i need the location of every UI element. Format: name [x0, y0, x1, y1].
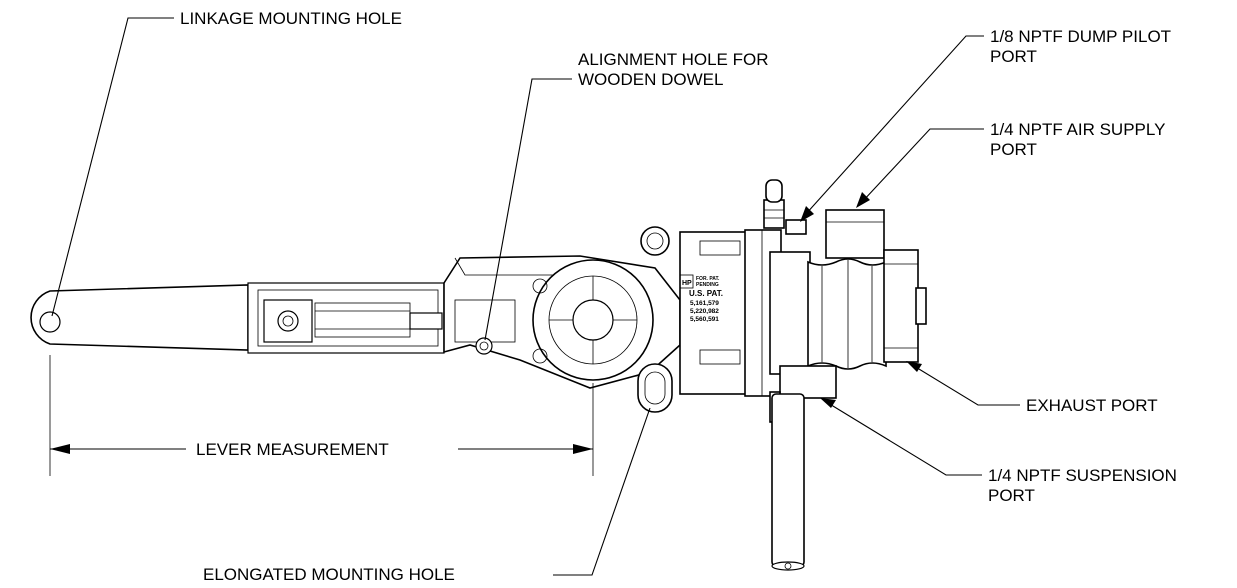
suspension-label-2: PORT	[988, 486, 1035, 505]
air-supply-port	[825, 209, 885, 259]
air-supply-label-1: 1/4 NPTF AIR SUPPLY	[990, 120, 1165, 139]
dimension-arrow-right	[573, 444, 593, 454]
stamp-us-pat: U.S. PAT.	[689, 289, 723, 298]
dump-pilot-fitting	[763, 179, 807, 235]
alignment-hole-label-2: WOODEN DOWEL	[578, 70, 723, 89]
patent-stamp: HP FOR. PAT. PENDING U.S. PAT. 5,161,579…	[679, 274, 723, 323]
lever-measurement-label: LEVER MEASUREMENT	[196, 440, 389, 459]
stamp-patent-3: 5,560,591	[690, 316, 719, 323]
bellows-section	[807, 258, 887, 370]
stamp-patent-1: 5,161,579	[690, 300, 719, 307]
lever-arm	[30, 282, 445, 354]
suspension-label-1: 1/4 NPTF SUSPENSION	[988, 466, 1177, 485]
stamp-pending-1: FOR. PAT.	[696, 276, 720, 282]
air-supply-label-2: PORT	[990, 140, 1037, 159]
exhaust-cap	[883, 249, 927, 363]
lever-dimension: LEVER MEASUREMENT	[50, 440, 593, 459]
stamp-patent-2: 5,220,982	[690, 308, 719, 315]
callout-linkage-hole: LINKAGE MOUNTING HOLE	[51, 9, 402, 317]
valve-body	[679, 229, 811, 397]
dump-pilot-label-1: 1/8 NPTF DUMP PILOT	[990, 27, 1171, 46]
suspension-port-body	[779, 365, 837, 399]
alignment-hole-label-1: ALIGNMENT HOLE FOR	[578, 50, 769, 69]
elongated-mounting-hole	[637, 363, 673, 413]
callout-air-supply: 1/4 NPTF AIR SUPPLY PORT	[856, 120, 1165, 208]
callout-exhaust: EXHAUST PORT	[906, 361, 1158, 415]
stamp-logo: HP	[682, 280, 692, 287]
exhaust-port-label: EXHAUST PORT	[1026, 396, 1158, 415]
linkage-hole-label: LINKAGE MOUNTING HOLE	[180, 9, 402, 28]
alignment-hole	[475, 337, 493, 355]
standpipe-tube	[769, 391, 805, 571]
stamp-pending-2: PENDING	[696, 282, 719, 288]
lever-hub	[443, 226, 681, 413]
elongated-hole-label: ELONGATED MOUNTING HOLE	[203, 565, 455, 584]
dump-pilot-label-2: PORT	[990, 47, 1037, 66]
callout-elongated-hole: ELONGATED MOUNTING HOLE	[203, 407, 651, 584]
lever-pivot	[572, 299, 614, 341]
callout-suspension: 1/4 NPTF SUSPENSION PORT	[820, 398, 1177, 505]
callout-alignment-hole: ALIGNMENT HOLE FOR WOODEN DOWEL	[484, 50, 769, 341]
dimension-arrow-left	[50, 444, 70, 454]
linkage-mounting-hole	[39, 311, 61, 333]
callout-dump-pilot: 1/8 NPTF DUMP PILOT PORT	[800, 27, 1171, 222]
